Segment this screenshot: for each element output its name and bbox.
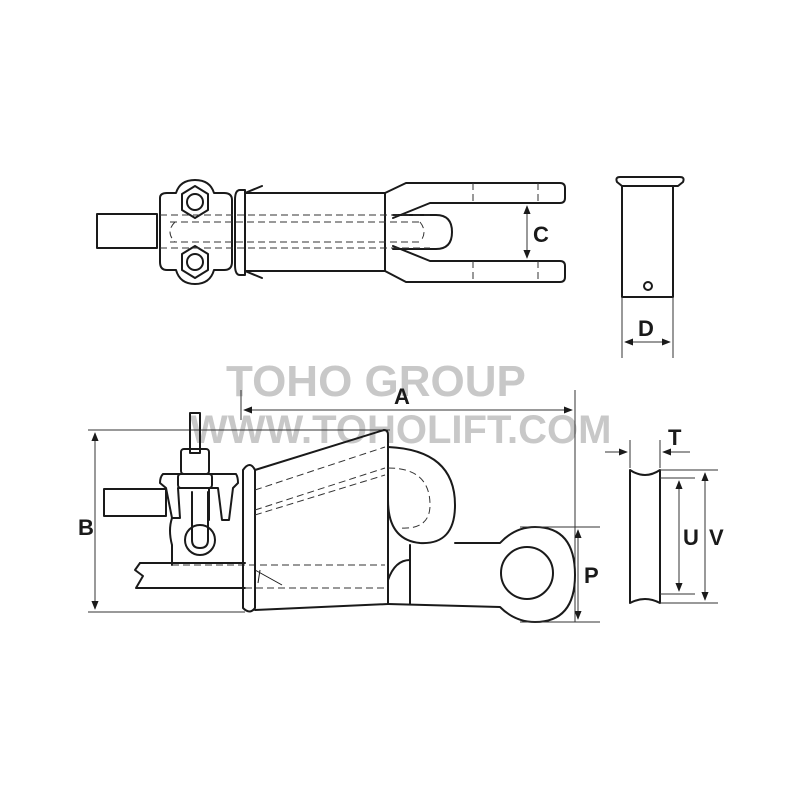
sheave-side-view: T U V — [605, 425, 724, 604]
watermark: TOHO GROUP WWW.TOHOLIFT.COM — [190, 357, 611, 452]
front-view: A B P — [78, 384, 600, 623]
dim-label-p: P — [584, 563, 599, 588]
dim-label-t: T — [668, 425, 682, 450]
pin-side-view: D — [615, 176, 685, 358]
dim-label-v: V — [709, 525, 724, 550]
top-view: C — [96, 179, 566, 285]
dim-label-b: B — [78, 515, 94, 540]
dim-label-u: U — [683, 525, 699, 550]
dim-label-d: D — [638, 316, 654, 341]
dim-label-a: A — [394, 384, 410, 409]
dim-label-c: C — [533, 222, 549, 247]
watermark-line1: TOHO GROUP — [226, 357, 526, 406]
